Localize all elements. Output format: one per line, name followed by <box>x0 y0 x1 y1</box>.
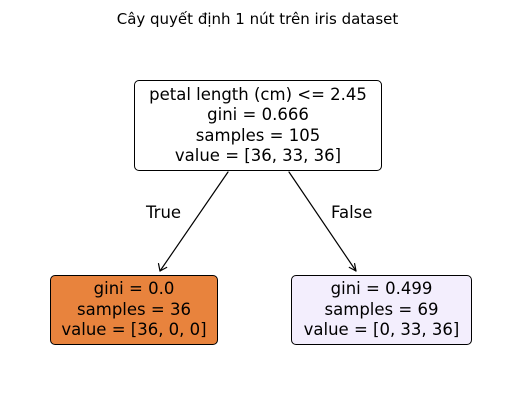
root-value: value = [36, 33, 36] <box>174 146 342 165</box>
diagram-title: Cây quyết định 1 nút trên iris dataset <box>116 10 399 28</box>
edge-true-arrowhead <box>157 263 168 272</box>
right-leaf-gini: gini = 0.499 <box>330 279 433 299</box>
left-leaf-gini: gini = 0.0 <box>93 279 175 299</box>
edge-true <box>159 171 229 272</box>
left-leaf-samples: samples = 36 <box>77 299 191 319</box>
right-leaf-samples: samples = 69 <box>324 299 439 319</box>
edge-false-arrowhead <box>348 263 357 272</box>
root-gini: gini = 0.666 <box>207 105 309 124</box>
root-node: petal length (cm) <= 2.45 gini = 0.666 s… <box>134 80 382 171</box>
root-split-condition: petal length (cm) <= 2.45 <box>149 84 367 104</box>
right-leaf-value: value = [0, 33, 36] <box>303 320 460 340</box>
edge-label-false: False <box>331 203 373 222</box>
edge-false <box>288 171 357 272</box>
root-samples: samples = 105 <box>195 125 321 145</box>
left-leaf-value: value = [36, 0, 0] <box>61 320 207 340</box>
right-leaf-node: gini = 0.499 samples = 69 value = [0, 33… <box>291 275 472 345</box>
left-leaf-node: gini = 0.0 samples = 36 value = [36, 0, … <box>50 275 218 345</box>
edge-label-true: True <box>146 203 182 222</box>
